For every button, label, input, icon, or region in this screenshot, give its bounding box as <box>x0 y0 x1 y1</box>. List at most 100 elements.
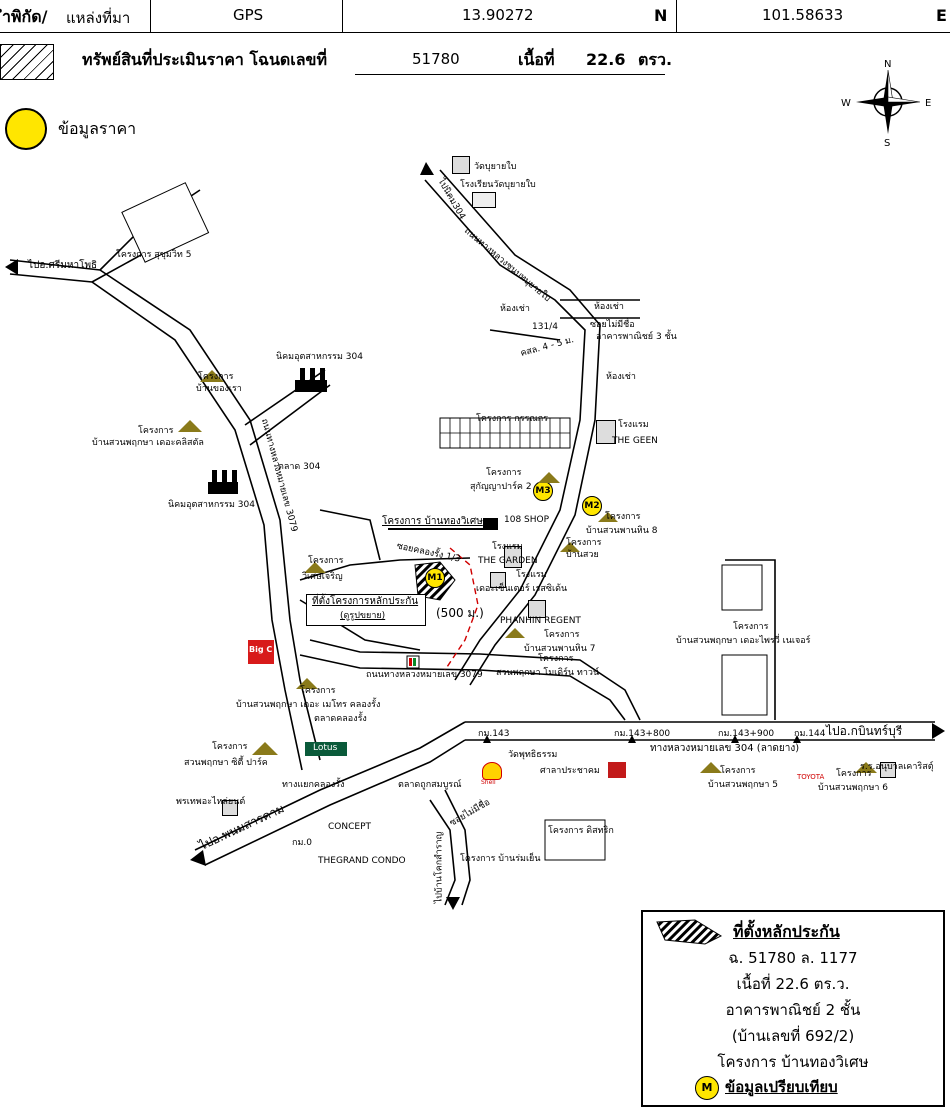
map-label: PHANHIN REGENT <box>500 616 581 626</box>
map-label: 131/4 <box>532 322 558 332</box>
latitude-dir: N <box>654 6 668 25</box>
map-label: โรงแรม <box>516 570 547 580</box>
map-label: บ้านสวนพฤกษา 5 <box>708 780 779 790</box>
map-label: สวนพฤกษา ซิตี้ ปาร์ค <box>184 758 268 768</box>
map-label: ตลาดคลองรั้ง <box>314 714 367 724</box>
toyota-label: TOYOTA <box>797 773 825 781</box>
coord-label: ำพิกัด/ <box>2 7 48 26</box>
map-label: นิคมอุตสาหกรรม 304 <box>276 352 363 362</box>
map-label: ห้องเช่า <box>594 302 624 312</box>
map-label: บ้านสวนพฤกษา เดอะ เมโทร คลองรั้ง <box>236 700 381 710</box>
map-label: บ้านของเรา <box>196 384 242 394</box>
hatch-swatch <box>0 44 54 80</box>
map-label: อาคารพาณิชย์ 3 ชั้น <box>596 332 677 342</box>
legend-line: ฉ. 51780 ล. 1177 <box>728 949 858 967</box>
header-row: ำพิกัด/ แหล่งที่มา GPS 13.90272 N 101.58… <box>0 0 950 33</box>
longitude-dir: E <box>936 6 947 25</box>
temple-icon <box>452 156 470 174</box>
shell-label: Shell <box>481 779 496 786</box>
area-value: 22.6 <box>586 50 626 69</box>
map-label: โครงการ <box>212 742 248 752</box>
hotel-icon <box>596 420 616 444</box>
house-icon <box>304 562 326 573</box>
lotus-label: Lotus <box>313 743 338 753</box>
longitude-value: 101.58633 <box>762 6 844 24</box>
marker-m3[interactable]: M3 <box>533 481 553 501</box>
map-label: โครงการ <box>486 468 522 478</box>
area-label: เนื้อที่ <box>518 50 555 69</box>
map-label: โครงการ <box>308 556 344 566</box>
map-label: บ้านสวนพฤกษา เดอะไพรวี่ เนเจอร์ <box>676 636 811 646</box>
map-label: โครงการ บ้านทองวิเศษ <box>382 516 483 528</box>
house-icon <box>598 512 618 522</box>
map-label: บ้านสวย <box>566 550 599 560</box>
map-label: ถนนทางหลวงหมายเลข 3079 <box>366 670 483 680</box>
collateral-legend: ที่ตั้งหลักประกัน ฉ. 51780 ล. 1177 เนื้อ… <box>641 910 945 1107</box>
deed-number: 51780 <box>412 50 460 68</box>
map-label: โครงการ <box>566 538 602 548</box>
compass-e: E <box>925 98 931 109</box>
legend-title: ที่ตั้งหลักประกัน <box>733 922 840 941</box>
area-unit: ตรว. <box>638 50 673 69</box>
map-label: THE GARDEN <box>478 556 538 566</box>
map-label: พรเทพอะไหล่ยนต์ <box>176 797 246 807</box>
map-label: เดอะเซ็นเตอร์ เรสซิเด้น <box>476 584 568 594</box>
map-label: ทางแยกคลองรั้ง <box>282 780 345 790</box>
map-label: วัดบุยายใบ <box>474 162 517 172</box>
map-label: ไปอ.ศรีมหาโพธิ <box>28 260 98 271</box>
hotel-icon <box>490 572 506 588</box>
source-value: GPS <box>233 6 264 24</box>
map-label: 108 SHOP <box>504 515 550 525</box>
building-icon <box>528 600 546 618</box>
marker-m1[interactable]: M1 <box>425 568 445 588</box>
main-location-label: ที่ตั้งโครงการหลักประกัน <box>312 596 419 607</box>
brand-logo <box>608 762 626 778</box>
compass-w: W <box>841 98 851 109</box>
compass-s: S <box>884 138 890 148</box>
map-label: โรงแรม <box>492 542 523 552</box>
house-icon <box>296 678 318 689</box>
map-label: โครงการ <box>836 769 872 779</box>
house-icon <box>700 762 722 773</box>
school-icon <box>472 192 496 208</box>
lotus-logo <box>305 742 347 756</box>
map-label: โครงการ <box>138 426 174 436</box>
hotel-icon <box>504 546 522 568</box>
map-label: บ้านสวนพานหิน 7 <box>524 644 596 654</box>
map-label: โครงการ <box>605 512 641 522</box>
marker-m2[interactable]: M2 <box>582 496 602 516</box>
source-label: แหล่งที่มา <box>66 9 131 27</box>
map-label: โครงการ <box>300 686 336 696</box>
legend-line: โครงการ บ้านทองวิเศษ <box>717 1053 869 1071</box>
price-marker-icon <box>5 108 47 150</box>
map-label: กม.144 <box>794 729 826 739</box>
compass-n: N <box>884 59 891 70</box>
house-icon <box>855 762 877 773</box>
shell-logo <box>482 762 502 780</box>
map-label: CONCEPT <box>328 822 371 832</box>
map-label: โรงแรม <box>618 420 649 430</box>
divider <box>342 0 343 32</box>
main-location-sub: (ดูรูปขยาย) <box>340 611 386 621</box>
map-label: ซอยไม่มีชื่อ <box>590 320 635 330</box>
map-label: บ้านสวนพานหิน 8 <box>586 526 658 536</box>
legend-m-icon: M <box>695 1076 719 1100</box>
house-icon <box>200 370 224 382</box>
house-icon <box>560 542 580 552</box>
map-label: โรงเรียนวัดบุยายใบ <box>460 180 536 190</box>
legend-line: (บ้านเลขที่ 692/2) <box>731 1027 855 1045</box>
map-label: ร.ร.อนุบาลเคาริสตุ์ <box>860 762 934 772</box>
map-label: กม.0 <box>292 838 312 848</box>
map-label: โครงการ <box>544 630 580 640</box>
legend-line: เนื้อที่ 22.6 ตร.ว. <box>736 975 850 993</box>
price-legend-label: ข้อมูลราคา <box>58 119 137 138</box>
big-c-label: Big C <box>249 645 273 654</box>
property-title: ทรัพย์สินที่ประเมินราคา โฉนดเลขที่ <box>82 50 328 69</box>
map-label: บ้านสวนพฤกษา 6 <box>818 783 889 793</box>
map-label: THE GEEN <box>612 436 658 446</box>
map-roads <box>5 162 945 910</box>
divider <box>150 0 151 32</box>
map-label: ห้องเช่า <box>606 372 636 382</box>
main-location-box <box>306 594 426 626</box>
map-label: โครงการ <box>538 654 574 664</box>
